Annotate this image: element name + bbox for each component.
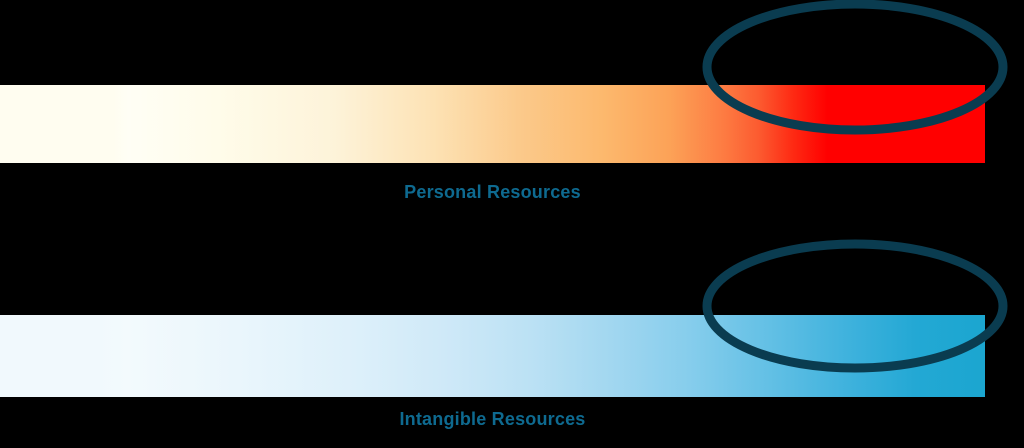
personal-resources-gradient-bar — [0, 85, 985, 163]
intangible-resources-label: Intangible Resources — [399, 409, 586, 429]
intangible-resources-gradient-bar — [0, 315, 985, 397]
personal-resources-label: Personal Resources — [404, 182, 581, 202]
